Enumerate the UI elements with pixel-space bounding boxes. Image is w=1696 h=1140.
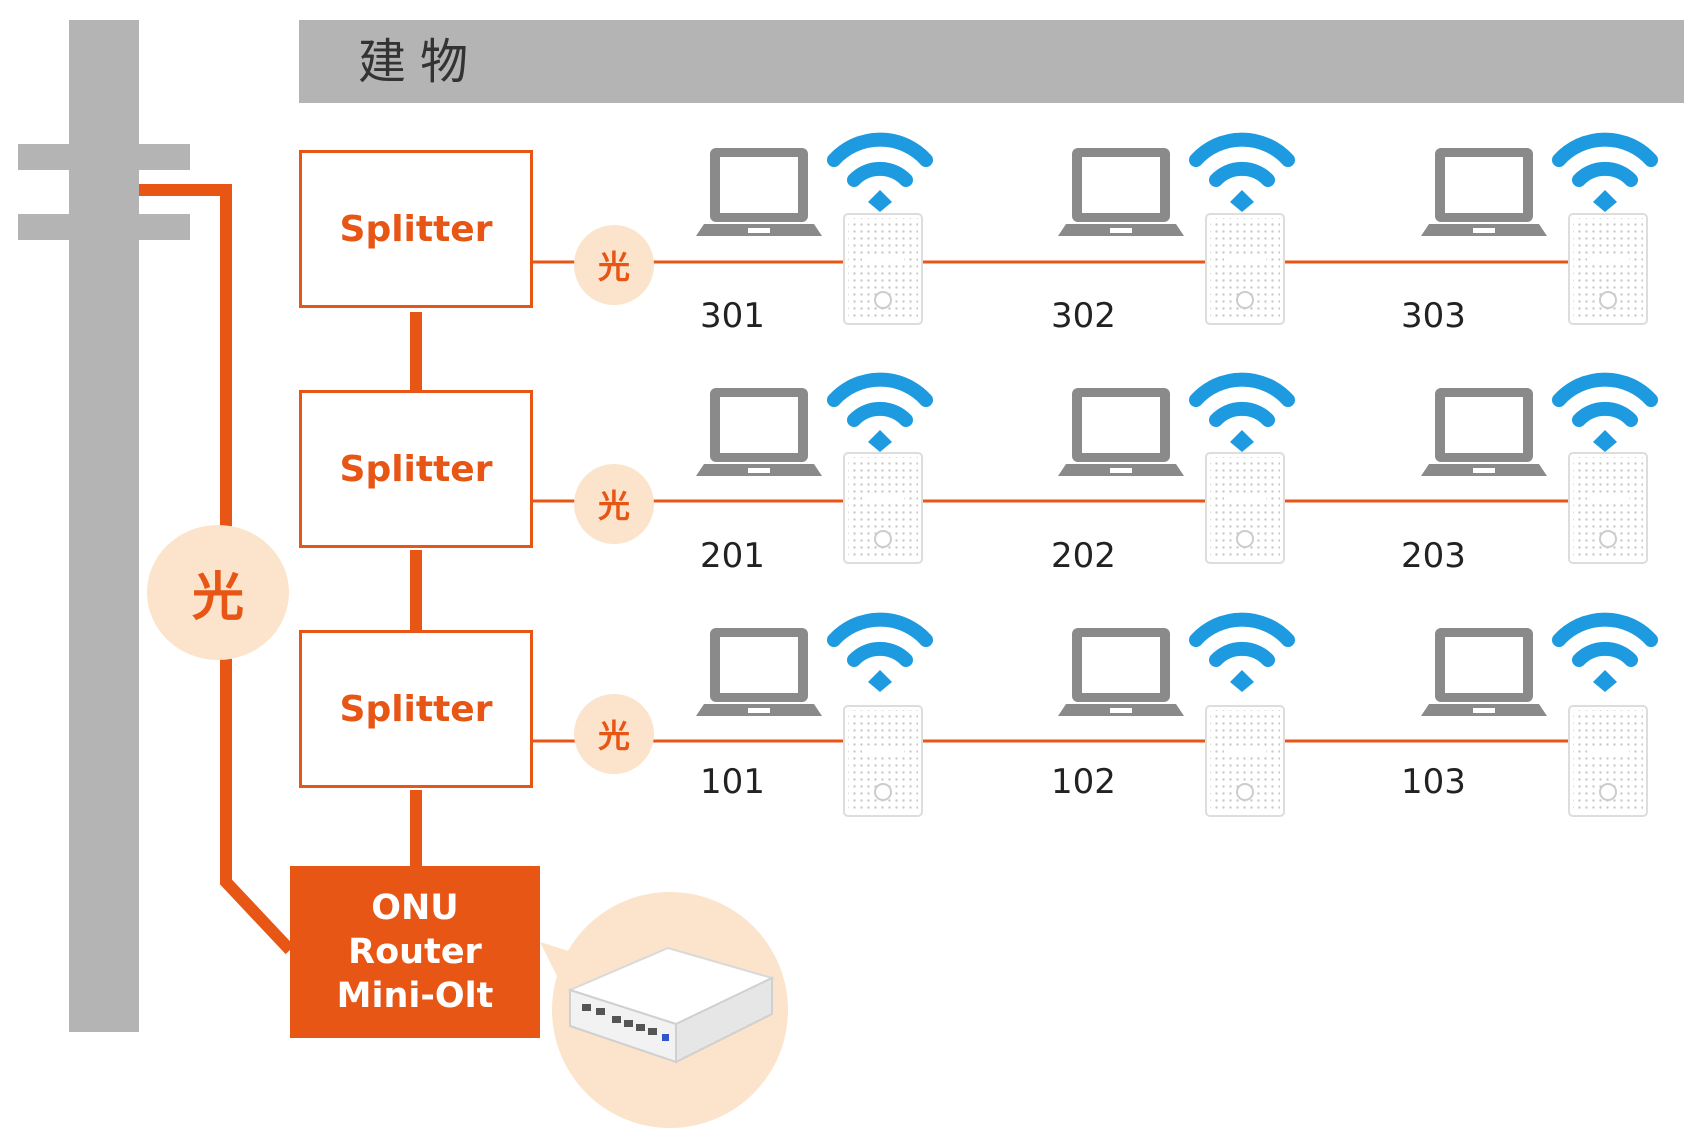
router-device-callout xyxy=(540,892,788,1128)
laptop-icon-302 xyxy=(1058,148,1184,236)
laptop-icon-203 xyxy=(1421,388,1547,476)
pole-crossbar-top xyxy=(18,144,190,170)
hikari-badge-1f: 光 xyxy=(574,694,654,774)
access-point-icon-301 xyxy=(843,213,923,325)
splitter-3f: Splitter xyxy=(299,150,533,308)
hikari-badge-2f: 光 xyxy=(574,464,654,544)
room-label-203: 203 xyxy=(1401,536,1466,576)
access-point-icon-202 xyxy=(1205,452,1285,564)
laptop-icon-101 xyxy=(696,628,822,716)
utility-pole xyxy=(69,20,139,1032)
wifi-icon-301 xyxy=(834,140,926,212)
wifi-icon-102 xyxy=(1196,620,1288,692)
splitter-label: Splitter xyxy=(339,448,493,490)
onu-router-box: ONU Router Mini-Olt xyxy=(290,866,540,1038)
room-label-301: 301 xyxy=(700,296,765,336)
splitter-label: Splitter xyxy=(339,208,493,250)
building-header xyxy=(299,20,1684,103)
room-label-101: 101 xyxy=(700,762,765,802)
room-label-303: 303 xyxy=(1401,296,1466,336)
wifi-icon-302 xyxy=(1196,140,1288,212)
hikari-badge-main: 光 xyxy=(147,525,289,660)
laptop-icon-102 xyxy=(1058,628,1184,716)
access-point-icon-303 xyxy=(1568,213,1648,325)
room-label-102: 102 xyxy=(1051,762,1116,802)
access-point-icon-302 xyxy=(1205,213,1285,325)
hikari-badge-3f: 光 xyxy=(574,225,654,305)
access-point-icon-203 xyxy=(1568,452,1648,564)
mini-olt-label: Mini-Olt xyxy=(336,976,494,1016)
laptop-icon-202 xyxy=(1058,388,1184,476)
splitter-label: Splitter xyxy=(339,688,493,730)
room-label-201: 201 xyxy=(700,536,765,576)
room-label-302: 302 xyxy=(1051,296,1116,336)
wifi-icon-201 xyxy=(834,380,926,452)
wifi-icon-101 xyxy=(834,620,926,692)
access-point-icon-103 xyxy=(1568,705,1648,817)
splitter-1f: Splitter xyxy=(299,630,533,788)
wifi-icon-202 xyxy=(1196,380,1288,452)
wifi-icon-203 xyxy=(1559,380,1651,452)
pole-crossbar-bottom xyxy=(18,214,190,240)
onu-label: ONU xyxy=(371,888,459,928)
access-point-icon-201 xyxy=(843,452,923,564)
router-device-icon xyxy=(567,946,775,1064)
wifi-icon-103 xyxy=(1559,620,1651,692)
room-label-103: 103 xyxy=(1401,762,1466,802)
laptop-icon-303 xyxy=(1421,148,1547,236)
building-label: 建物 xyxy=(358,34,483,90)
access-point-icon-102 xyxy=(1205,705,1285,817)
access-point-icon-101 xyxy=(843,705,923,817)
laptop-icon-201 xyxy=(696,388,822,476)
laptop-icon-103 xyxy=(1421,628,1547,716)
laptop-icon-301 xyxy=(696,148,822,236)
wifi-icon-303 xyxy=(1559,140,1651,212)
splitter-2f: Splitter xyxy=(299,390,533,548)
room-label-202: 202 xyxy=(1051,536,1116,576)
router-label: Router xyxy=(348,932,482,972)
